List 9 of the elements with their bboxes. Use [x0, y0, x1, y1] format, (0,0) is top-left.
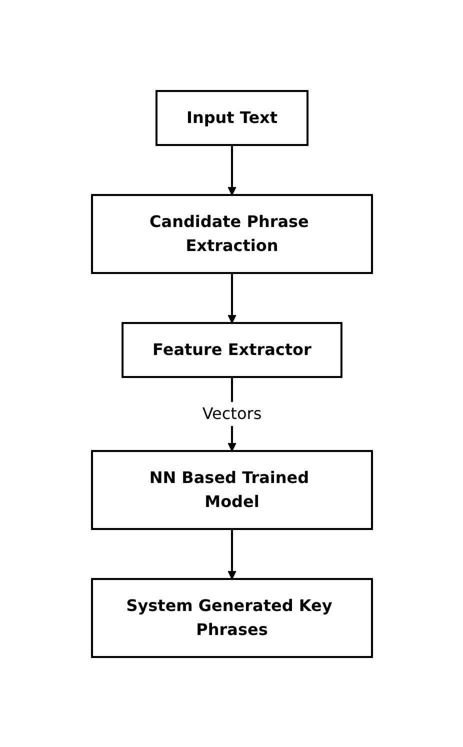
- node-box: Feature Extractor: [121, 322, 342, 378]
- node-box: System Generated Key Phrases: [90, 578, 372, 658]
- arrow: [227, 272, 236, 323]
- arrow: [227, 144, 236, 195]
- node-box: NN Based Trained Model: [90, 450, 372, 530]
- node-box: Candidate Phrase Extraction: [90, 194, 372, 274]
- node-box: Input Text: [155, 90, 308, 146]
- arrow: [227, 528, 236, 579]
- edge-label: Vectors: [202, 404, 262, 422]
